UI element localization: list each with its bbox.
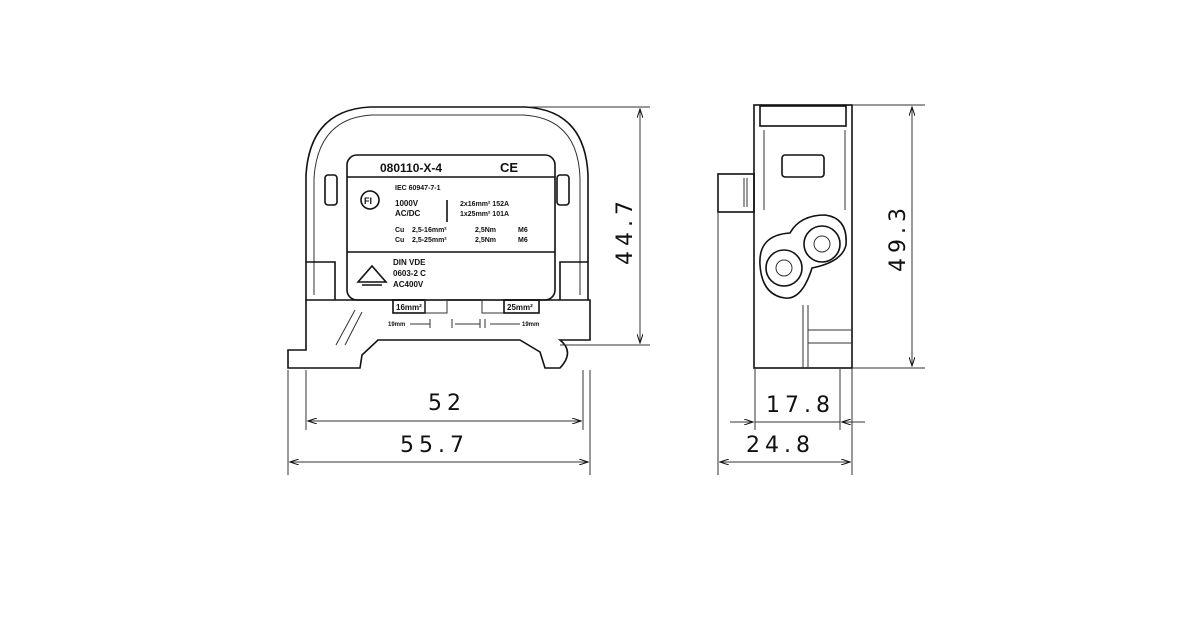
left-slot [324,174,338,206]
dim-front-width-inner: 52 [428,391,466,416]
svg-text:AC400V: AC400V [393,280,424,289]
svg-text:0603-2 C: 0603-2 C [393,269,426,278]
front-view: 080110-X-4 CE FI IEC 60947-7-1 1000V AC/… [287,106,591,369]
din-rail-foot [287,299,591,369]
svg-text:M6: M6 [518,237,528,244]
svg-text:19mm: 19mm [522,322,539,328]
svg-text:2,5-16mm²: 2,5-16mm² [412,227,447,234]
svg-text:16mm²: 16mm² [396,303,422,312]
svg-text:2,5-25mm²: 2,5-25mm² [412,237,447,244]
side-view [717,104,853,369]
svg-text:2,5Nm: 2,5Nm [475,227,496,234]
screw-terminal-right [803,225,841,263]
svg-text:Cu: Cu [395,227,404,234]
front-dimensions: 52 55.7 44.7 [287,106,650,475]
wire-gauge-right [503,299,540,314]
dim-front-width-outer: 55.7 [400,433,469,458]
ce-mark: CE [500,160,518,175]
dim-side-height: 49.3 [886,203,911,272]
side-dimensions: 49.3 17.8 24.8 [717,104,925,475]
rating-label-plate [346,154,556,301]
earth-symbol-icon [356,264,388,286]
part-number: 080110-X-4 [380,161,442,175]
svg-text:2,5Nm: 2,5Nm [475,237,496,244]
svg-text:1000V: 1000V [395,199,419,208]
screw-head-top [759,105,847,127]
svg-text:19mm: 19mm [388,322,405,328]
svg-text:FI: FI [364,196,372,206]
svg-text:2x16mm² 152A: 2x16mm² 152A [460,201,509,208]
dim-side-width-inner: 17.8 [766,393,835,418]
svg-text:AC/DC: AC/DC [395,209,421,218]
dim-side-width-outer: 24.8 [746,433,815,458]
screw-terminal-left [765,249,803,287]
dim-front-height: 44.7 [613,196,638,265]
fi-mark-icon [360,190,380,210]
terminal-body [759,214,847,299]
svg-text:IEC 60947-7-1: IEC 60947-7-1 [395,185,441,192]
svg-text:DIN VDE: DIN VDE [393,258,426,267]
front-housing-outline [305,106,589,300]
svg-text:25mm²: 25mm² [507,303,533,312]
marker-window [781,154,825,178]
right-slot [556,174,570,206]
svg-text:Cu: Cu [395,237,404,244]
svg-text:M6: M6 [518,227,528,234]
side-tab [717,173,755,213]
svg-text:1x25mm² 101A: 1x25mm² 101A [460,211,509,218]
